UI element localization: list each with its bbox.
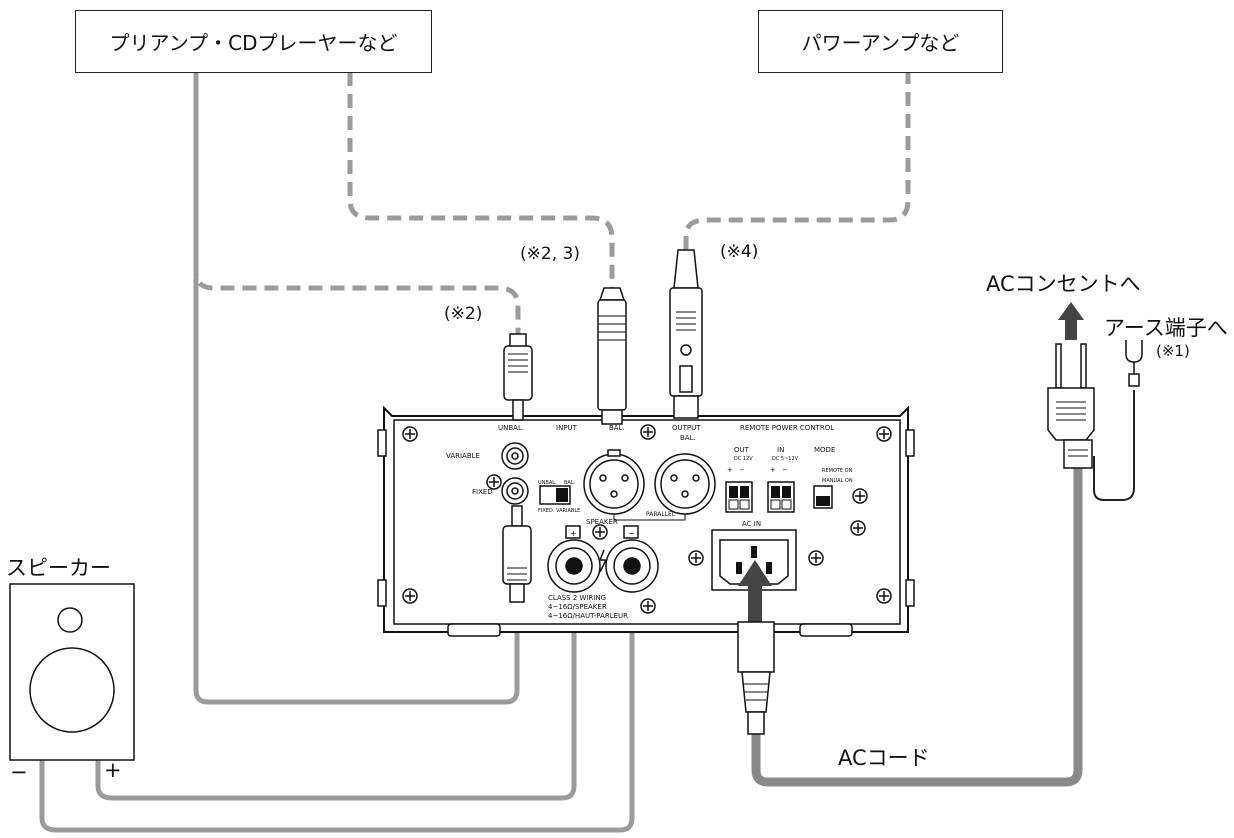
panel-post-plus: +	[570, 529, 577, 538]
panel-remote-label: REMOTE POWER CONTROL	[740, 424, 834, 432]
speaker-plus-cable	[95, 563, 577, 801]
panel-sw-unbal: UNBAL.	[538, 480, 557, 486]
panel-post-minus: −	[628, 529, 635, 538]
source-device-box: プリアンプ・CDプレーヤーなど	[75, 10, 432, 73]
panel-class2-label: CLASS 2 WIRING	[548, 594, 606, 602]
note-2-3: (※2, 3)	[520, 244, 580, 264]
ac-outlet-label: ACコンセントへ	[986, 272, 1141, 296]
source-to-unbal-dashed	[193, 240, 521, 336]
source-to-unbal-cable	[193, 69, 520, 705]
panel-ac-in-label: AC IN	[742, 520, 761, 528]
panel-out-minus: −	[739, 466, 745, 474]
panel-output-bal-label: BAL.	[680, 434, 696, 442]
panel-in-plus: +	[770, 466, 776, 474]
panel-variable-label: VARIABLE	[446, 452, 480, 460]
speaker-plus-label: +	[104, 758, 122, 782]
remote-out-terminal	[725, 481, 753, 513]
earth-wire	[1093, 390, 1135, 501]
panel-in-minus: −	[782, 466, 788, 474]
mode-switch	[813, 485, 833, 509]
ac-plug-device	[737, 621, 775, 735]
parallel-bracket	[613, 514, 686, 521]
earth-terminal-label: アース端子へ	[1104, 316, 1228, 340]
speaker-cabinet	[9, 583, 135, 761]
output-to-poweramp-dashed	[683, 72, 911, 250]
rca-variable-jack	[501, 442, 529, 470]
earth-lug-icon	[1125, 340, 1143, 387]
panel-sw-variable: VARIABLE	[556, 508, 580, 514]
panel-out-label: OUT	[734, 446, 750, 454]
panel-markings: UNBAL. INPUT BAL. OUTPUT BAL. REMOTE POW…	[446, 424, 853, 620]
source-to-bal-dashed	[347, 72, 615, 288]
outlet-arrow-icon	[1058, 302, 1084, 340]
panel-bal-label: BAL.	[609, 424, 625, 432]
note-2: (※2)	[444, 304, 483, 324]
rca-fixed-jack	[501, 477, 529, 505]
xlr-input-jack	[583, 449, 645, 515]
speaker-bolt-icon	[598, 549, 608, 573]
panel-sw-bal: BAL.	[564, 480, 576, 486]
rca-plug-top	[503, 333, 533, 421]
input-select-switch	[539, 485, 571, 505]
speaker-plus-post	[547, 525, 601, 593]
source-device-label: プリアンプ・CDプレーヤーなど	[109, 31, 398, 55]
speaker-minus-cable	[39, 563, 635, 833]
ac-cord-label: ACコード	[838, 746, 930, 770]
panel-out-dc: DC 12V	[734, 456, 753, 462]
panel-parallel-label: PARALLEL	[646, 511, 676, 518]
xlr-output-jack	[654, 453, 716, 515]
speaker-minus-post	[605, 525, 659, 593]
xlr-plug-output	[669, 249, 703, 419]
panel-fixed-label: FIXED	[472, 488, 493, 496]
panel-mode-label: MODE	[814, 446, 835, 454]
power-amp-box: パワーアンプなど	[758, 10, 1003, 73]
panel-speaker-label: SPEAKER	[586, 518, 618, 526]
panel-imp2-label: 4~16Ω/HAUT-PARLEUR	[548, 612, 628, 620]
ac-wall-plug	[1047, 343, 1095, 469]
panel-input-label: INPUT	[556, 424, 578, 432]
panel-remote-on: REMOTE ON	[822, 468, 853, 474]
panel-sw-fixed: FIXED	[538, 508, 553, 514]
panel-out-plus: +	[727, 466, 733, 474]
power-amp-label: パワーアンプなど	[801, 31, 960, 55]
speaker-minus-label: −	[10, 760, 28, 784]
panel-in-label: IN	[777, 446, 784, 454]
xlr-plug-input	[597, 287, 627, 425]
panel-imp1-label: 4~16Ω/SPEAKER	[548, 603, 607, 611]
note-4: (※4)	[720, 242, 759, 262]
ac-cord-cable	[751, 455, 1083, 787]
rca-plug-bottom	[502, 505, 532, 603]
panel-in-dc: DC 5~12V	[772, 456, 799, 462]
panel-output-label: OUTPUT	[672, 424, 701, 432]
speaker-label: スピーカー	[6, 556, 111, 580]
panel-manual-on: MANUAL ON	[822, 478, 853, 484]
screw-icon	[402, 424, 892, 614]
remote-in-terminal	[767, 481, 795, 513]
note-1: (※1)	[1156, 342, 1190, 360]
panel-unbal-label: UNBAL.	[498, 424, 524, 432]
